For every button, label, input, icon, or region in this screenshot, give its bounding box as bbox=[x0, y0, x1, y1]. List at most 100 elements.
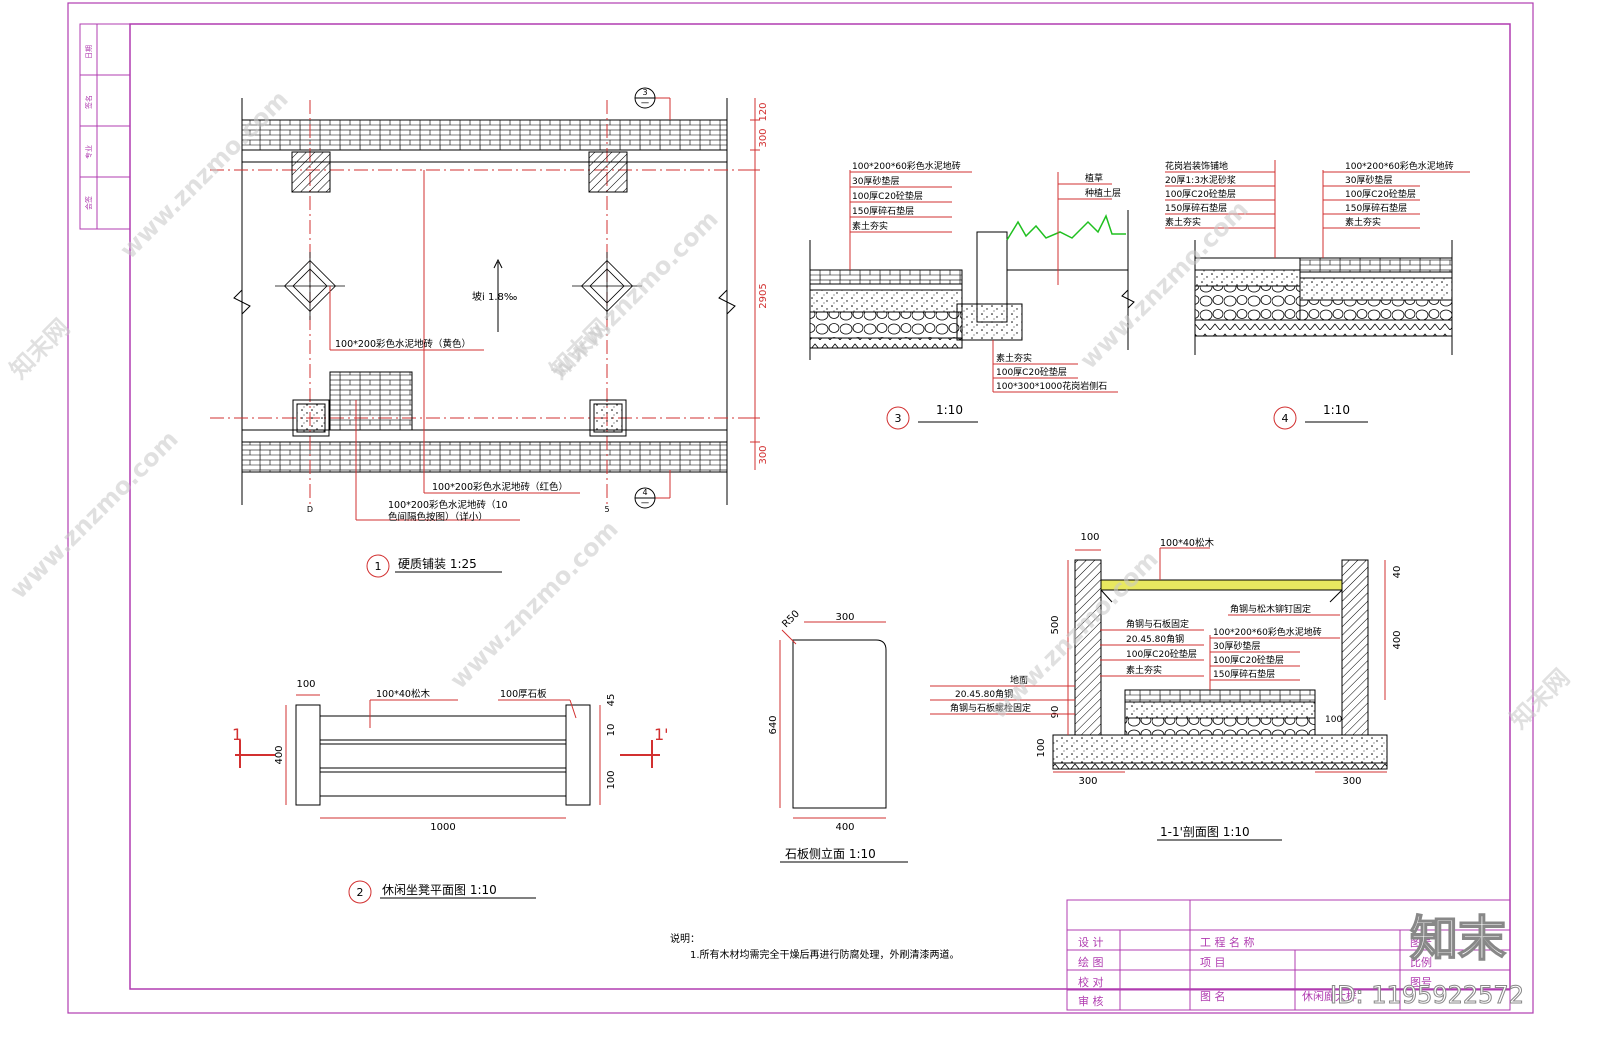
notes-block: 说明： 1.所有木材均需完全干燥后再进行防腐处理，外刷清漆两道。 bbox=[670, 932, 960, 961]
tb-row-review: 审 核 bbox=[1078, 994, 1104, 1008]
s3-layer-1: 100*200*60彩色水泥地砖 bbox=[852, 160, 961, 172]
callout-3-num: 3 bbox=[642, 88, 647, 97]
bs-right-layer-1: 100*200*60彩色水泥地砖 bbox=[1213, 626, 1322, 638]
bs-dim-100-inner: 100 bbox=[1325, 715, 1342, 725]
bs-dim-300-right: 300 bbox=[1342, 776, 1361, 787]
note-paving-yellow: 100*200彩色水泥地砖（黄色） bbox=[335, 338, 471, 350]
bs-note-anchor: 角钢与松木铆钉固定 bbox=[1230, 603, 1311, 615]
dim-bot-300: 300 bbox=[758, 445, 769, 464]
watermark-site-5: www.znzmo.com bbox=[444, 515, 623, 694]
bs-note-weld: 角钢与石板螺栓固定 bbox=[950, 702, 1031, 714]
s3-bottom-layer-1: 素土夯实 bbox=[996, 352, 1032, 364]
callout-4-sub: 一 bbox=[641, 499, 649, 508]
s4-left-layer-5: 素土夯实 bbox=[1165, 216, 1201, 228]
s3-right-layer-2: 种植土层 bbox=[1085, 187, 1121, 199]
bench-plan: 1 1' 100 400 1000 45 10 100 100*40松木 100… bbox=[232, 679, 669, 904]
bs-dim-90: 90 bbox=[1050, 706, 1061, 719]
bench-dim-400: 400 bbox=[274, 745, 285, 764]
stone-dim-400: 400 bbox=[835, 822, 854, 833]
side-strip-cell-1: 日期 bbox=[85, 45, 93, 59]
bs-dim-400: 400 bbox=[1392, 630, 1403, 649]
tb-date: 图号 bbox=[1410, 976, 1432, 989]
note-paving-special-2: 色间隔色按图）（详小） bbox=[388, 511, 488, 523]
s3-title-num: 3 bbox=[895, 412, 902, 425]
tb-project-name: 工 程 名 称 bbox=[1200, 935, 1255, 949]
section-3-layers bbox=[809, 210, 1135, 360]
bench-section: 100 100*40松木 500 90 100 40 400 300 300 1… bbox=[930, 532, 1403, 841]
dim-top-120: 120 bbox=[758, 102, 769, 121]
plan-title-num: 1 bbox=[375, 560, 382, 573]
s4-title-num: 4 bbox=[1282, 412, 1289, 425]
note-paving-special-1: 100*200彩色水泥地砖（10 bbox=[388, 499, 508, 511]
note-paving-red: 100*200彩色水泥地砖（红色） bbox=[432, 481, 568, 493]
dim-mid-2905: 2905 bbox=[758, 283, 769, 308]
bench-section-title: 1-1'剖面图 1:10 bbox=[1160, 825, 1250, 839]
s4-left-layer-3: 100厚C20砼垫层 bbox=[1165, 188, 1236, 200]
bs-dim-top-100: 100 bbox=[1080, 532, 1099, 543]
s4-right-layer-3: 100厚C20砼垫层 bbox=[1345, 188, 1416, 200]
tb-drawing-name-value: 休闲廊大样 bbox=[1302, 989, 1357, 1003]
bs-right-layer-4: 150厚碎石垫层 bbox=[1213, 668, 1275, 680]
note-wood: 100*40松木 bbox=[376, 688, 430, 700]
s4-left-layer-2: 20厚1:3水泥砂浆 bbox=[1165, 174, 1236, 186]
s4-left-layer-4: 150厚碎石垫层 bbox=[1165, 202, 1227, 214]
tb-drawing-no: 图号 bbox=[1410, 936, 1432, 949]
watermark-brand: 知末 bbox=[1410, 911, 1506, 967]
sheet-frame bbox=[67, 2, 1534, 1014]
bs-dim-300-left: 300 bbox=[1078, 776, 1097, 787]
tb-project: 项 目 bbox=[1200, 956, 1226, 969]
bench-dim-100: 100 bbox=[296, 679, 315, 690]
s3-bottom-layer-2: 100厚C20砼垫层 bbox=[996, 366, 1067, 378]
bs-dim-40: 40 bbox=[1392, 566, 1403, 579]
stone-dim-640: 640 bbox=[768, 715, 779, 734]
callout-4-num: 4 bbox=[642, 488, 647, 497]
s4-right-layer-1: 100*200*60彩色水泥地砖 bbox=[1345, 160, 1454, 172]
stone-side-elevation: 300 640 400 R50 石板侧立面 1:10 bbox=[768, 608, 908, 863]
bench-dim-10: 10 bbox=[606, 724, 617, 737]
s3-layer-5: 素土夯实 bbox=[852, 220, 888, 232]
stone-dim-r50: R50 bbox=[780, 608, 802, 630]
section-3-detail: 100*200*60彩色水泥地砖 30厚砂垫层 100厚C20砼垫层 150厚碎… bbox=[809, 160, 1135, 430]
plan-hard-paving: 坡i 1.8‰ 100*200彩色水泥地砖（黄色） 100*200彩色水泥地砖（… bbox=[210, 87, 769, 578]
s3-bottom-layer-3: 100*300*1000花岗岩侧石 bbox=[996, 380, 1107, 392]
bs-note-ground: 地面 bbox=[1010, 674, 1028, 686]
bench-plan-title-num: 2 bbox=[357, 886, 364, 899]
stone-dim-300: 300 bbox=[835, 612, 854, 623]
s3-layer-2: 30厚砂垫层 bbox=[852, 175, 899, 187]
bs-note-angle: 20.45.80角钢 bbox=[955, 688, 1013, 700]
callout-3-sub: 一 bbox=[641, 99, 649, 108]
bs-right-layer-2: 30厚砂垫层 bbox=[1213, 640, 1260, 652]
watermark-site-1: www.znzmo.com bbox=[114, 85, 293, 264]
bs-dim-500: 500 bbox=[1050, 615, 1061, 634]
bs-left-layer-2: 20.45.80角钢 bbox=[1126, 633, 1184, 645]
side-strip-cell-4: 会签 bbox=[84, 196, 93, 210]
slope-note: 坡i 1.8‰ bbox=[472, 290, 517, 303]
notes-body: 1.所有木材均需完全干燥后再进行防腐处理，外刷清漆两道。 bbox=[690, 948, 960, 961]
tb-scale: 比例 bbox=[1410, 955, 1432, 969]
bs-right-layer-3: 100厚C20砼垫层 bbox=[1213, 654, 1284, 666]
bench-dim-100b: 100 bbox=[606, 770, 617, 789]
bench-dim-1000: 1000 bbox=[430, 822, 455, 833]
watermark-site-cn-1: 知末网 bbox=[4, 314, 75, 385]
watermark-site-4: www.znzmo.com bbox=[4, 425, 183, 604]
stone-side-title: 石板侧立面 1:10 bbox=[785, 846, 876, 861]
s3-layer-3: 100厚C20砼垫层 bbox=[852, 190, 923, 202]
tb-row-drawn: 绘 图 bbox=[1078, 955, 1104, 969]
tb-drawing-name: 图 名 bbox=[1200, 989, 1226, 1003]
plan-title: 硬质铺装 1:25 bbox=[398, 557, 477, 571]
s4-right-layer-5: 素土夯实 bbox=[1345, 216, 1381, 228]
cut-right: 1' bbox=[654, 725, 669, 744]
bench-plan-title: 休闲坐凳平面图 1:10 bbox=[382, 882, 497, 897]
notes-label: 说明： bbox=[670, 932, 700, 945]
bs-left-layer-1: 角钢与石板固定 bbox=[1126, 618, 1189, 630]
axis-left-label: D bbox=[307, 505, 313, 514]
tb-row-check: 校 对 bbox=[1078, 975, 1104, 989]
watermark-site-cn-3: 知末网 bbox=[1504, 664, 1575, 735]
bs-left-layer-3: 100厚C20砼垫层 bbox=[1126, 648, 1197, 660]
side-strip-cell-2: 签名 bbox=[84, 95, 93, 109]
note-stone: 100厚石板 bbox=[500, 688, 547, 700]
watermark-layer: www.znzmo.com www.znzmo.com www.znzmo.co… bbox=[4, 85, 1575, 1009]
cut-left: 1 bbox=[232, 725, 242, 744]
